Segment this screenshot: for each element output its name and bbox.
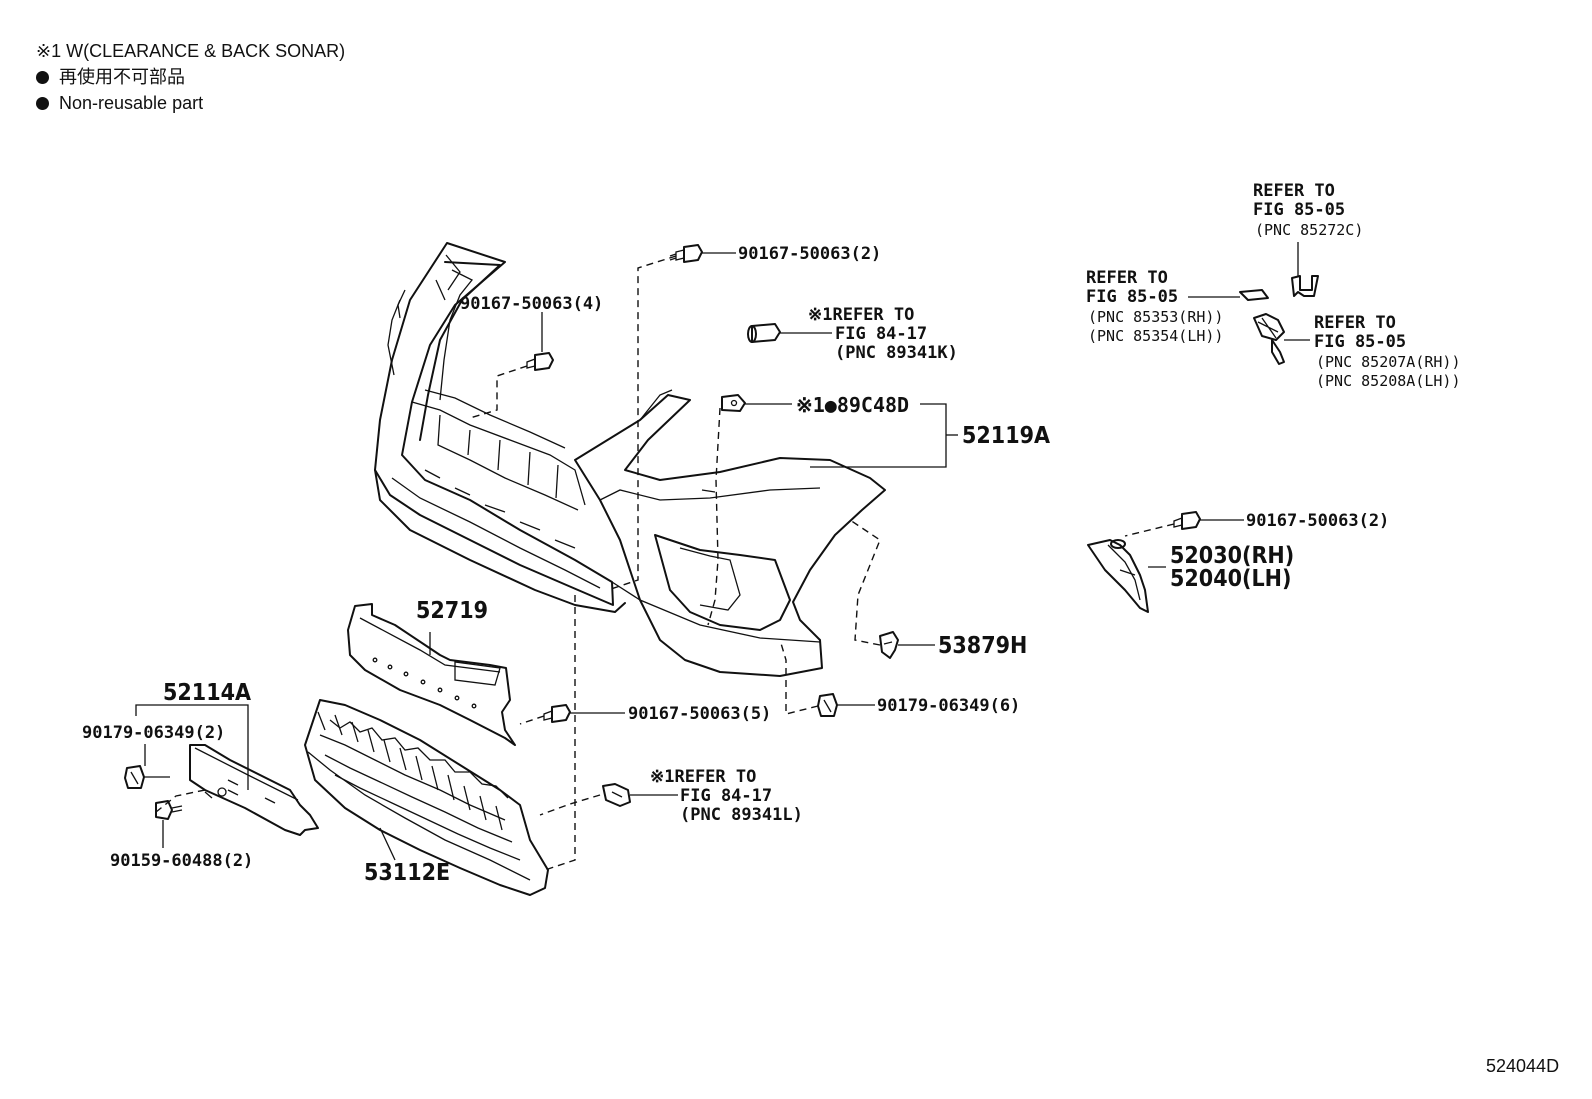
figure-id: 524044D <box>1486 1056 1559 1076</box>
bolt-icon <box>669 244 703 263</box>
nut-icon <box>817 693 838 717</box>
label-ref-85207a-1: REFER TO <box>1314 313 1396 333</box>
label-ref-85207a-2: FIG 85-05 <box>1314 332 1406 352</box>
label-ref-85353-2: FIG 85-05 <box>1086 287 1178 307</box>
right-ref-parts <box>1239 275 1319 365</box>
upper-grille-drawing <box>347 603 516 746</box>
label-sensor-ref-bottom-2: FIG 84-17 <box>680 786 772 806</box>
label-sensor-ref-bottom-3: (PNC 89341L) <box>680 805 803 825</box>
license-bracket-drawing <box>189 744 319 836</box>
leader-lines <box>135 242 1310 861</box>
label-nut-2: 90179-06349(2) <box>82 723 225 743</box>
label-sensor-ref-top-3: (PNC 89341K) <box>835 343 958 363</box>
sensor-icon <box>602 783 631 807</box>
bolt-icon <box>543 704 571 723</box>
side-cover-drawing <box>1087 539 1149 613</box>
label-sensor-ref-bottom-1: ※1REFER TO <box>650 767 756 787</box>
bracket-icon <box>1291 275 1319 297</box>
non-reusable-dot-icon <box>36 71 49 84</box>
label-lower-grille: 53112E <box>364 860 450 886</box>
lower-grille-drawing <box>304 699 549 896</box>
retainer-icon <box>721 394 746 412</box>
screw-icon <box>155 800 183 820</box>
note-non-reusable-jp: 再使用不可部品 <box>59 67 185 87</box>
note-non-reusable-en: Non-reusable part <box>59 93 204 113</box>
fasteners <box>124 244 1201 820</box>
label-cover-rh: 52030(RH) <box>1170 543 1294 569</box>
label-nut-6: 90179-06349(6) <box>877 696 1020 716</box>
bolt-icon <box>1173 511 1201 530</box>
bumper-cover-drawing <box>374 242 886 677</box>
label-cover-lh: 52040(LH) <box>1170 566 1291 592</box>
label-ref-85272c-1: REFER TO <box>1253 181 1335 201</box>
label-ref-85353-1: REFER TO <box>1086 268 1168 288</box>
bolt-icon <box>526 352 554 371</box>
label-bolt-4: 90167-50063(4) <box>460 294 603 314</box>
assembly-lines <box>155 255 1175 871</box>
label-clip-53879h: 53879H <box>938 633 1027 659</box>
label-bumper-cover: 52119A <box>962 423 1050 449</box>
label-retainer: ※1●89C48D <box>796 393 909 417</box>
label-ref-85272c-3: (PNC 85272C) <box>1255 221 1363 239</box>
sensor-icon <box>747 323 781 343</box>
non-reusable-dot-icon <box>36 97 49 110</box>
legend-notes: ※1 W(CLEARANCE & BACK SONAR) 再使用不可部品 Non… <box>36 38 345 116</box>
label-bolt-5: 90167-50063(5) <box>628 704 771 724</box>
label-screw-2: 90159-60488(2) <box>110 851 253 871</box>
clip-icon <box>879 631 899 659</box>
lamp-icon <box>1253 313 1285 365</box>
label-ref-85207a-3: (PNC 85207A(RH)) <box>1316 353 1461 371</box>
cap-icon <box>1239 289 1269 301</box>
label-ref-85207a-4: (PNC 85208A(LH)) <box>1316 372 1461 390</box>
label-ref-85272c-2: FIG 85-05 <box>1253 200 1345 220</box>
label-sensor-ref-top-1: ※1REFER TO <box>808 305 914 325</box>
nut-icon <box>124 765 145 789</box>
label-ref-85353-4: (PNC 85354(LH)) <box>1088 327 1223 345</box>
label-bolt-side: 90167-50063(2) <box>1246 511 1389 531</box>
note-sonar: ※1 W(CLEARANCE & BACK SONAR) <box>36 41 346 61</box>
label-sensor-ref-top-2: FIG 84-17 <box>835 324 927 344</box>
label-bolt-top: 90167-50063(2) <box>738 244 881 264</box>
label-plate-bracket: 52114A <box>163 680 251 706</box>
part-labels: 90167-50063(2) 90167-50063(4) ※1REFER TO… <box>82 181 1559 1076</box>
label-upper-grille: 52719 <box>416 598 488 624</box>
label-ref-85353-3: (PNC 85353(RH)) <box>1088 308 1223 326</box>
